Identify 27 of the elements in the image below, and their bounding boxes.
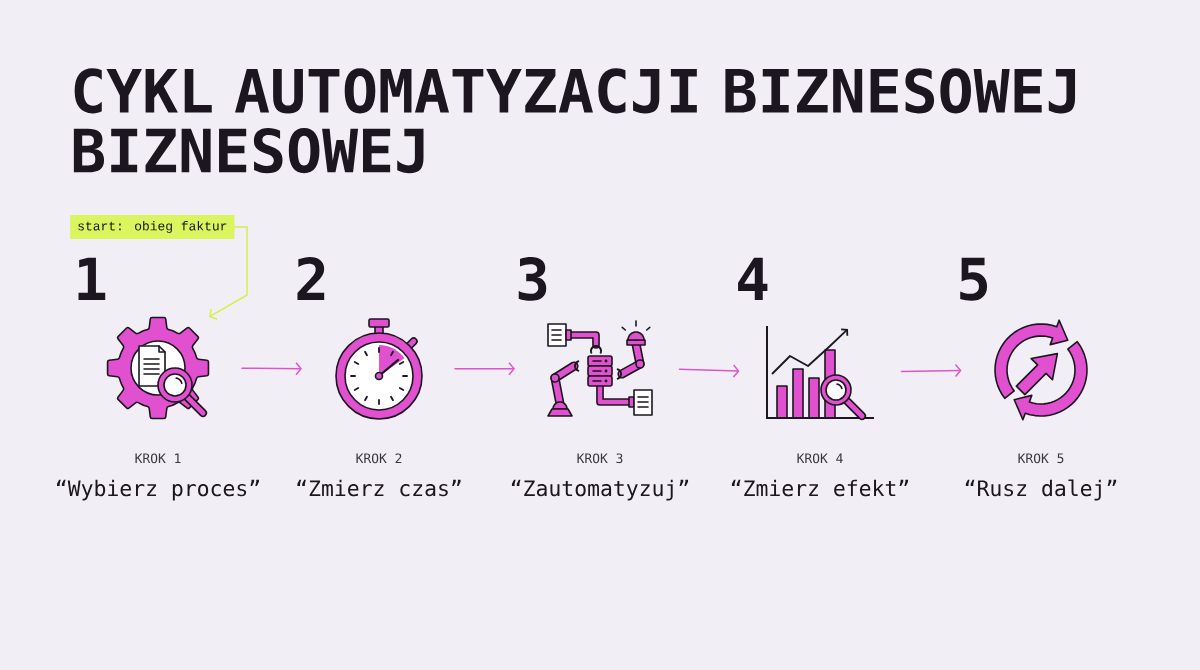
circular-arrows-icon [994,319,1088,421]
step-title: “Zautomatyzuj” [511,479,689,501]
step-number: 1 [78,257,106,300]
arrow [900,363,962,378]
step-label: KROK 2 [356,453,402,464]
step-title: “Zmierz czas” [297,479,461,497]
step-label: KROK 3 [577,453,623,464]
leader-arrow [209,226,248,320]
step-number: 2 [297,257,325,300]
step-number: 4 [738,257,768,300]
step-label: KROK 5 [1018,453,1064,464]
gear-icon [106,316,210,420]
arrow [454,361,515,376]
step-title: “Zmierz efekt” [731,479,909,497]
arrow [241,361,302,376]
stopwatch-icon [335,318,423,420]
callout-box: start: obieg faktur [70,214,235,240]
title: CYKL AUTOMATYZACJI BIZNESOWEJ BIZNESOWEJ [73,68,1076,174]
arrow [678,364,740,378]
robot-arms-icon [547,320,653,417]
step-number: 5 [960,257,988,301]
step-number: 3 [518,257,547,301]
step-title: “Rusz dalej” [965,479,1117,501]
bar-chart-icon [766,325,875,421]
step-label: KROK 1 [135,453,181,464]
step-title: “Wybierz proces” [57,479,259,501]
step-label: KROK 4 [797,453,843,464]
